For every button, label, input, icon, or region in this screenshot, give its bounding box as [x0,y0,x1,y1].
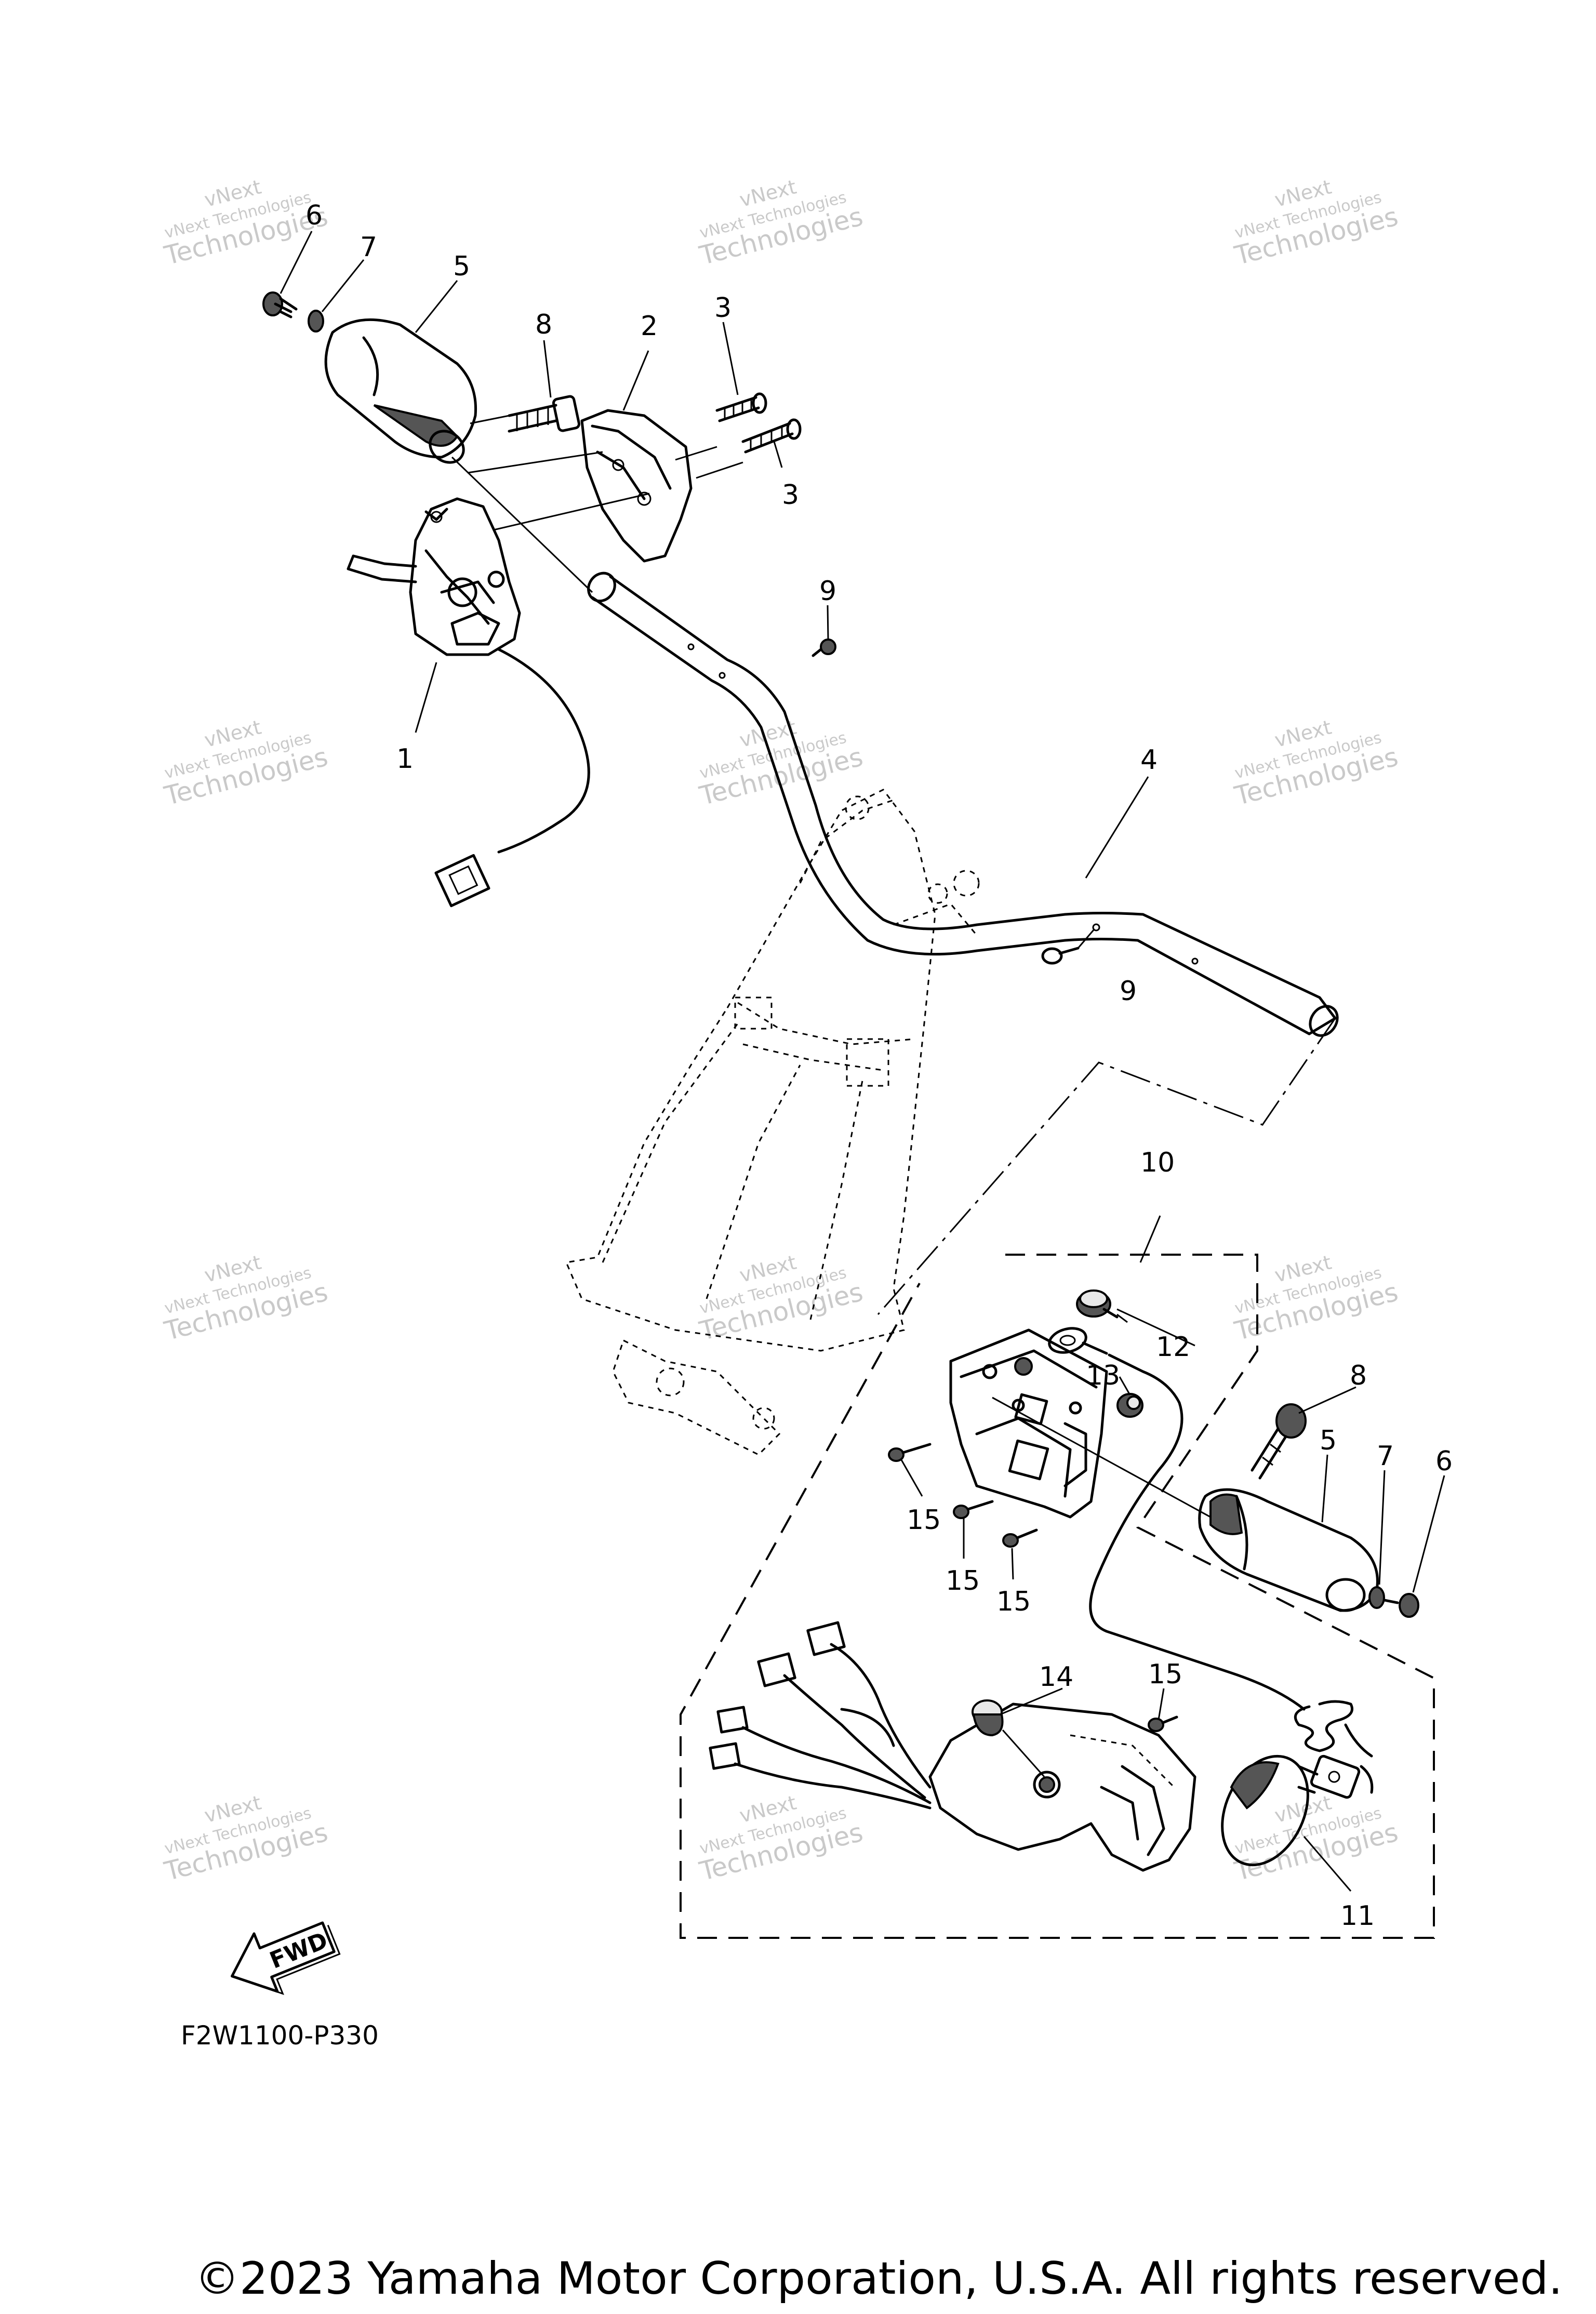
copyright-notice: ©2023 Yamaha Motor Corporation, U.S.A. A… [195,2253,1563,2305]
watermarks: vNext vNext Technologies Technologies vN… [161,175,1401,1886]
grip-right [1198,1488,1379,1612]
screw-15-c [1002,1528,1038,1548]
callout-6: 6 [305,200,323,231]
callouts: 6 7 5 8 2 3 3 9 1 4 9 10 12 13 8 5 7 6 1… [305,200,1453,1932]
screw-9-upper [812,639,836,657]
grommet-13 [1116,1393,1143,1418]
callout-15: 15 [907,1505,941,1536]
screw-6-left [262,291,298,318]
bolt-8-right [1251,1403,1307,1480]
screw-3-upper [715,392,767,422]
callout-3: 3 [714,292,732,324]
steering-column-phantom [565,789,980,1456]
watermark: vNext vNext Technologies Technologies [696,715,866,811]
switch-housing [949,1328,1108,1519]
watermark: vNext vNext Technologies Technologies [1231,175,1401,271]
watermark: vNext vNext Technologies Technologies [161,175,331,271]
ring-terminal [1048,1327,1306,1711]
callout-2: 2 [641,311,658,342]
callout-5: 5 [1320,1425,1337,1456]
assembly-chain-line [877,1018,1336,1315]
watermark: vNext vNext Technologies Technologies [161,715,331,811]
fwd-arrow-icon: FWD [231,1921,341,1996]
callout-14: 14 [1039,1661,1073,1693]
bolt-12 [1076,1289,1119,1319]
assembly-lines-top [451,415,743,593]
callout-15: 15 [996,1586,1031,1617]
screw-15-d [1148,1715,1178,1732]
callout-1: 1 [396,743,414,775]
bolt-8-top [508,395,581,433]
callout-11: 11 [1340,1900,1375,1932]
callout-15: 15 [1148,1659,1182,1690]
leader-lines [280,231,1445,1892]
callout-3: 3 [782,480,799,511]
lower-switch-housing [928,1703,1196,1872]
callout-12: 12 [1156,1332,1190,1363]
watermark: vNext vNext Technologies Technologies [696,1791,866,1886]
screw-6-right [1383,1593,1419,1618]
watermark: vNext vNext Technologies Technologies [696,175,866,271]
watermark: vNext vNext Technologies Technologies [161,1791,331,1886]
lanyard-clip [1221,1700,1374,1867]
wiring-harness [709,1621,932,1810]
callout-9: 9 [1120,976,1137,1007]
callout-13: 13 [1086,1360,1120,1391]
callout-4: 4 [1140,744,1158,776]
washer-7-left [308,310,324,333]
watermark: vNext vNext Technologies Technologies [696,1251,866,1346]
callout-5: 5 [453,251,470,282]
callout-6: 6 [1435,1446,1453,1477]
cap-14 [972,1699,1045,1777]
watermark: vNext vNext Technologies Technologies [161,1251,331,1346]
callout-10: 10 [1140,1147,1175,1178]
assembly-lines-kit [992,1313,1211,1518]
switch-cover [580,409,693,563]
kit-10-boundary [680,1254,1435,1939]
screw-15-b [953,1500,994,1519]
callout-8: 8 [1350,1360,1367,1391]
washer-7-right [1368,1586,1385,1609]
watermark: vNext vNext Technologies Technologies [1231,715,1401,811]
watermark: vNext vNext Technologies Technologies [1231,1251,1401,1346]
diagram-code: F2W1100-P330 [181,2020,379,2051]
screw-9-right [1041,929,1095,965]
callout-15: 15 [946,1565,980,1597]
screw-3-lower [741,418,802,454]
handlebar [587,571,1339,1037]
callout-8: 8 [535,309,552,340]
screw-15-a [888,1443,932,1462]
grip-left [324,318,477,464]
callout-9: 9 [819,576,836,607]
callout-7: 7 [360,232,377,263]
switch-assembly [347,497,590,908]
callout-7: 7 [1377,1441,1394,1472]
